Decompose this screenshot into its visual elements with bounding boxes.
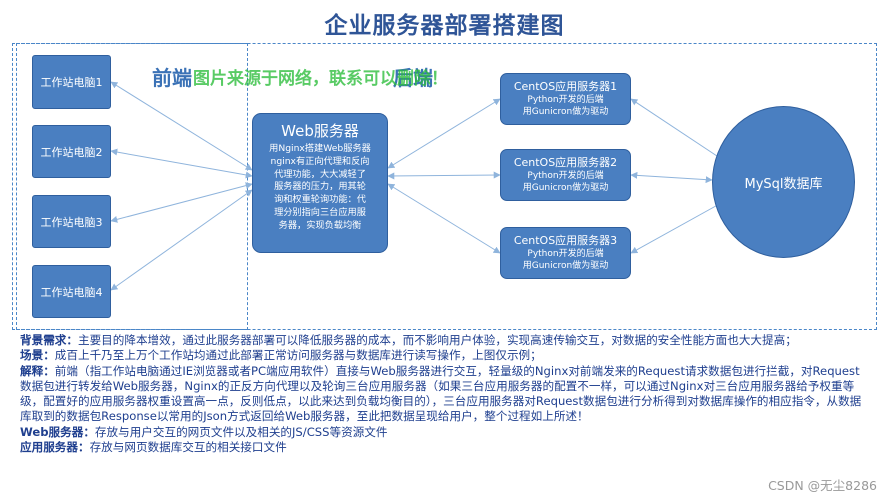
- diagram-title: 企业服务器部署搭建图: [324, 13, 565, 39]
- app-server-2: CentOS应用服务器2 Python开发的后端 用Gunicron做为驱动: [500, 149, 631, 201]
- link-app3-db: [630, 201, 724, 254]
- app-server-3: CentOS应用服务器3 Python开发的后端 用Gunicron做为驱动: [500, 227, 631, 279]
- database-label: MySql数据库: [744, 176, 823, 192]
- link-ws4-web: [110, 189, 253, 291]
- frontend-label: 前端: [152, 66, 192, 90]
- app-server-title: CentOS应用服务器2: [513, 156, 618, 169]
- workstation-label: 工作站电脑4: [40, 285, 103, 299]
- web-server-desc: 用Nginx搭建Web服务器 nginx有正向代理和反向 代理功能，大大减轻了 …: [269, 143, 371, 231]
- app-server-title: CentOS应用服务器1: [513, 80, 618, 93]
- app-server-line: 用Gunicron做为驱动: [522, 107, 609, 117]
- csdn-credit: CSDN @无尘8286: [768, 478, 877, 493]
- web-server-title: Web服务器: [281, 122, 359, 140]
- desc-explanation: 解释：前端（指工作站电脑通过IE浏览器或者PC端应用软件）直接与Web服务器进行…: [20, 363, 862, 424]
- desc-scenario: 场景：成百上千乃至上万个工作站均通过此部署正常访问服务器与数据库进行读写操作，上…: [20, 348, 542, 363]
- description-block: 背景需求：主要目的降本增效，通过此服务器部署可以降低服务器的成本，而不影响用户体…: [20, 333, 870, 455]
- app-server-line: Python开发的后端: [527, 171, 604, 181]
- link-ws1-web: [110, 81, 253, 171]
- outer-frame: [12, 43, 877, 330]
- backend-label: 后端: [393, 66, 433, 90]
- workstation-1: 工作站电脑1: [32, 55, 111, 109]
- app-server-line: Python开发的后端: [527, 95, 604, 105]
- app-server-title: CentOS应用服务器3: [513, 234, 618, 247]
- desc-app-server: 应用服务器：存放与网页数据库交互的相关接口文件: [20, 440, 287, 455]
- workstation-label: 工作站电脑2: [40, 145, 103, 159]
- workstation-2: 工作站电脑2: [32, 125, 111, 178]
- desc-background: 背景需求：主要目的降本增效，通过此服务器部署可以降低服务器的成本，而不影响用户体…: [20, 333, 797, 347]
- link-app2-db: [630, 171, 713, 184]
- link-web-app1: [387, 98, 501, 169]
- watermark-text: 图片来源于网络，联系可以删除！: [193, 69, 448, 89]
- link-ws3-web: [110, 182, 253, 223]
- link-app1-db: [630, 98, 724, 161]
- link-web-app3: [387, 183, 501, 254]
- workstation-label: 工作站电脑3: [40, 215, 103, 229]
- database-node: MySql数据库: [712, 106, 855, 258]
- desc-web-server: Web服务器：存放与用户交互的网页文件以及相关的JS/CSS等资源文件: [20, 424, 388, 439]
- link-web-app2: [387, 171, 501, 180]
- workstation-label: 工作站电脑1: [40, 76, 103, 89]
- app-server-line: 用Gunicron做为驱动: [522, 183, 609, 193]
- workstation-3: 工作站电脑3: [32, 195, 111, 248]
- web-server: Web服务器 用Nginx搭建Web服务器 nginx有正向代理和反向 代理功能…: [252, 113, 388, 253]
- workstation-4: 工作站电脑4: [32, 265, 111, 318]
- app-server-line: Python开发的后端: [527, 249, 604, 259]
- app-server-line: 用Gunicron做为驱动: [522, 261, 609, 271]
- link-ws2-web: [110, 148, 253, 179]
- app-server-1: CentOS应用服务器1 Python开发的后端 用Gunicron做为驱动: [500, 73, 631, 125]
